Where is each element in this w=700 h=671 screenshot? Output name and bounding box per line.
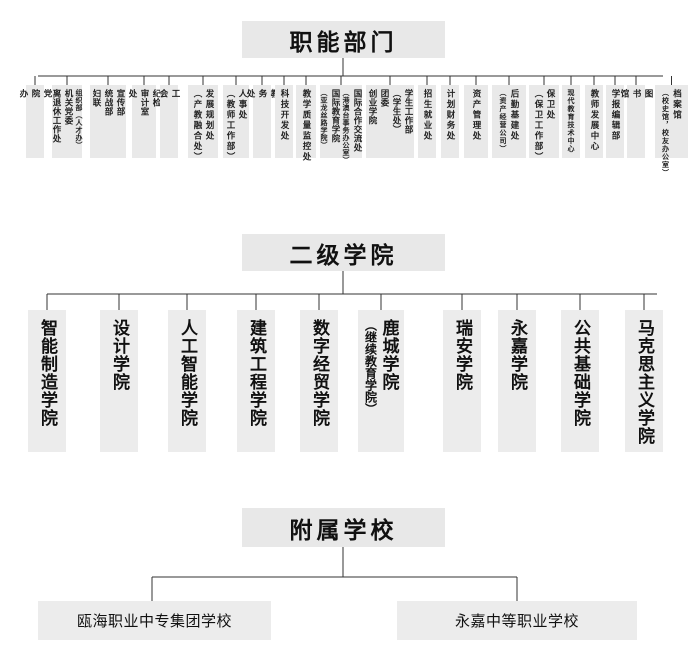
secondary-colleges-header: 二级学院 (242, 234, 445, 271)
affiliated-school-ouhai: 瓯海职业中专集团学校 (38, 601, 271, 640)
college-box: 公共基础学院 (561, 310, 599, 452)
department-box: 档案馆（校史馆，校友办公室） (655, 85, 688, 177)
department-box: 学生工作部（学生处）团委创业学院 (366, 85, 414, 158)
department-label: 教师发展中心 (589, 89, 599, 152)
department-box: 工会 (158, 85, 180, 158)
department-label: （学生处） (391, 89, 401, 134)
college-label: 马克思主义学院 (634, 319, 654, 445)
department-label: 保卫处 (545, 89, 555, 121)
department-label: 计划财务处 (445, 89, 455, 142)
department-label: 图 (643, 89, 653, 98)
department-label: 教学质量监控处 (301, 89, 311, 163)
department-label: 宣传部 (115, 89, 125, 116)
department-label: 团委 (379, 89, 389, 107)
college-label: （继续教育学院） (363, 319, 378, 415)
college-label: 设计学院 (109, 319, 129, 391)
department-label: 发展规划处 (204, 89, 214, 142)
department-label: 现代教育技术中心 (567, 89, 575, 153)
department-box: 招生就业处 (418, 85, 436, 158)
department-label: 人事处 (237, 89, 247, 121)
department-label: 机关党委 (63, 89, 73, 125)
department-box: 科技开发处 (275, 85, 293, 158)
college-box: 建筑工程学院 (237, 310, 275, 452)
department-label: 妇联 (91, 89, 101, 107)
department-label: （港澳台事务办公室） (342, 89, 350, 164)
department-label: 离退休工作处 (51, 89, 61, 143)
college-box: 设计学院 (100, 310, 138, 452)
department-label: （保卫工作部） (533, 89, 543, 163)
department-label: 国际教育学院 (330, 89, 340, 143)
department-label: 办 (18, 89, 28, 98)
department-label: 工 (170, 89, 180, 100)
department-label: 书 (631, 89, 641, 98)
department-label: 档案馆 (671, 89, 682, 121)
department-box: 学报编辑部 (606, 85, 624, 158)
department-box: 现代教育技术中心 (562, 85, 580, 158)
department-label: 后勤基建处 (509, 89, 519, 142)
department-label: （亚龙丝路学院） (320, 89, 328, 149)
college-box: 人工智能学院 (168, 310, 206, 452)
department-label: （校史馆，校友办公室） (661, 89, 670, 177)
college-box: 永嘉学院 (498, 310, 536, 452)
department-label: 学报编辑部 (610, 89, 620, 142)
affiliated-schools-header: 附属学校 (242, 508, 445, 547)
college-label: 人工智能学院 (177, 319, 197, 427)
department-box: 纪检审计室处 (127, 85, 161, 158)
department-label: 学生工作部 (403, 89, 413, 134)
department-box: 组织部（人才办）机关党委离退休工作处 (51, 85, 83, 158)
department-label: 招生就业处 (422, 89, 432, 142)
college-label: 智能制造学院 (37, 319, 57, 427)
department-box: 保卫处（保卫工作部） (529, 85, 559, 163)
department-label: 会 (158, 89, 168, 100)
department-label: 纪检 (151, 89, 161, 107)
department-box: 党院办 (18, 85, 52, 158)
department-box: 国际合作交流处（港澳台事务办公室）国际教育学院（亚龙丝路学院） (320, 85, 362, 164)
department-label: 审计室 (139, 89, 149, 116)
college-box: 鹿城学院（继续教育学院） (358, 310, 404, 452)
department-label: 资产管理处 (471, 89, 481, 142)
department-label: 创业学院 (367, 89, 377, 125)
department-box: 人事处（教师工作部） (223, 85, 249, 163)
department-label: 处 (245, 89, 255, 98)
college-label: 数字经贸学院 (309, 319, 329, 427)
department-label: 馆 (619, 89, 629, 98)
department-box: 图书馆 (619, 85, 653, 158)
college-label: 永嘉学院 (507, 319, 527, 391)
college-label: 公共基础学院 (570, 319, 590, 427)
college-label: 鹿城学院 (378, 319, 399, 391)
department-label: 院 (30, 89, 40, 98)
department-label: 务 (257, 89, 267, 98)
department-label: 教 (269, 89, 279, 98)
college-box: 智能制造学院 (28, 310, 66, 452)
department-box: 后勤基建处（资产经营公司） (492, 85, 526, 158)
department-label: 党 (42, 89, 52, 98)
functional-departments-header: 职能部门 (242, 21, 445, 58)
college-label: 瑞安学院 (452, 319, 472, 391)
college-label: 建筑工程学院 (246, 319, 266, 427)
department-box: 资产管理处 (464, 85, 488, 158)
department-box: 发展规划处（产教融合处） (188, 85, 218, 163)
department-label: （资产经营公司） (499, 89, 507, 153)
department-box: 计划财务处 (441, 85, 459, 158)
department-label: 科技开发处 (279, 89, 289, 142)
department-box: 教学质量监控处 (296, 85, 316, 163)
department-label: （教师工作部） (225, 89, 235, 163)
department-label: 国际合作交流处 (352, 89, 362, 152)
department-label: 组织部（人才办） (75, 89, 83, 149)
department-label: （产教融合处） (192, 89, 202, 163)
department-box: 教师发展中心 (585, 85, 603, 158)
department-label: 统战部 (103, 89, 113, 116)
college-box: 瑞安学院 (443, 310, 481, 452)
department-label: 处 (127, 89, 137, 98)
college-box: 马克思主义学院 (625, 310, 663, 452)
department-box: 教务处 (245, 85, 279, 158)
college-box: 数字经贸学院 (300, 310, 338, 452)
affiliated-school-yongjia: 永嘉中等职业学校 (397, 601, 637, 640)
department-box: 宣传部统战部妇联 (90, 85, 126, 158)
